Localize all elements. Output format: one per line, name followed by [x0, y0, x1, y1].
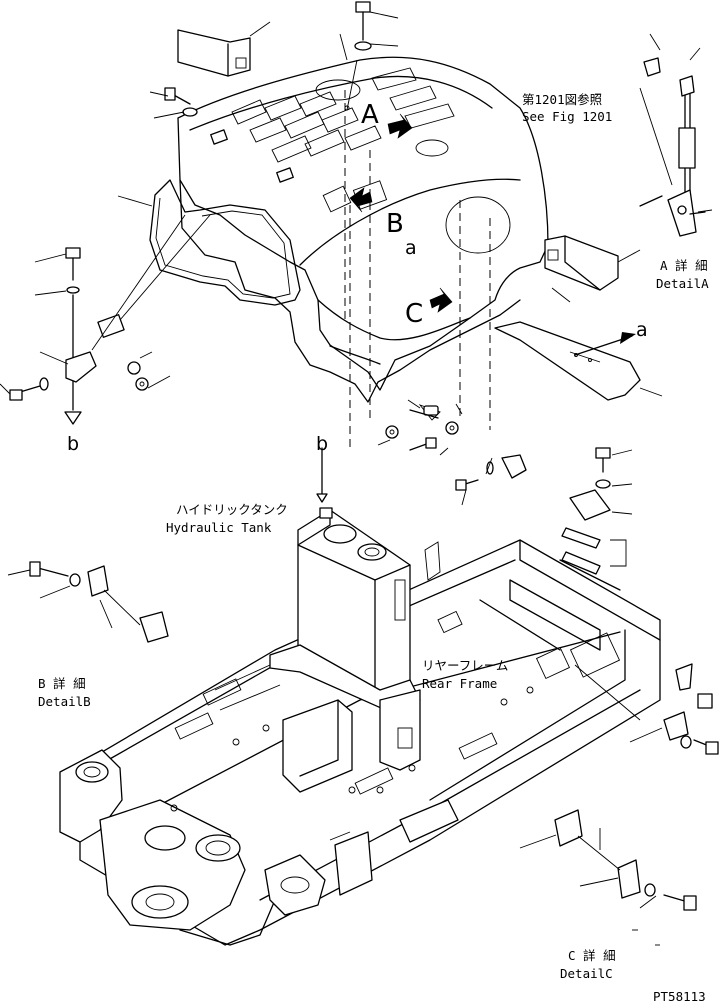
hydraulic-tank	[269, 447, 441, 771]
right-hardware	[561, 447, 719, 755]
callout-A: A	[361, 100, 379, 130]
detail-b-hardware	[29, 561, 169, 643]
rear-frame	[59, 539, 661, 946]
step-plate	[494, 321, 641, 401]
callout-letters: A B C a a b b	[67, 100, 648, 455]
detail-b-en: DetailB	[38, 694, 91, 709]
hydraulic-tank-jp: ハイドリックタンク	[176, 502, 288, 517]
detail-a-en: DetailA	[656, 276, 709, 291]
left-bolt-group	[9, 214, 211, 425]
callout-b-left: b	[67, 433, 79, 455]
callout-B: B	[386, 209, 404, 239]
figure-code: PT58113	[653, 989, 706, 1004]
hood-assembly	[149, 1, 641, 491]
see-fig-en: See Fig 1201	[522, 109, 612, 124]
see-fig-jp: 第1201図参照	[522, 92, 602, 107]
text-labels: 第1201図参照 See Fig 1201 A 詳 細 DetailA ハイドリ…	[38, 92, 709, 1004]
block-right	[544, 235, 619, 291]
rear-frame-en: Rear Frame	[422, 676, 497, 691]
direction-arrows	[349, 113, 636, 356]
callout-a-mid: a	[405, 237, 417, 259]
detail-a-jp: A 詳 細	[660, 258, 708, 273]
leader-lines	[0, 11, 713, 909]
block-top-left	[177, 29, 251, 77]
rear-frame-jp: リヤーフレーム	[422, 658, 508, 673]
detail-c-jp: C 詳 細	[568, 948, 616, 963]
detail-c-hardware	[554, 809, 697, 946]
detail-a-rod	[639, 57, 706, 237]
detail-b-jp: B 詳 細	[38, 676, 86, 691]
callout-a-right: a	[636, 319, 648, 341]
hood-vents	[231, 67, 455, 163]
detail-c-en: DetailC	[560, 966, 613, 981]
callout-b-tank: b	[316, 433, 328, 455]
callout-C: C	[405, 299, 423, 329]
hydraulic-tank-en: Hydraulic Tank	[166, 520, 272, 535]
